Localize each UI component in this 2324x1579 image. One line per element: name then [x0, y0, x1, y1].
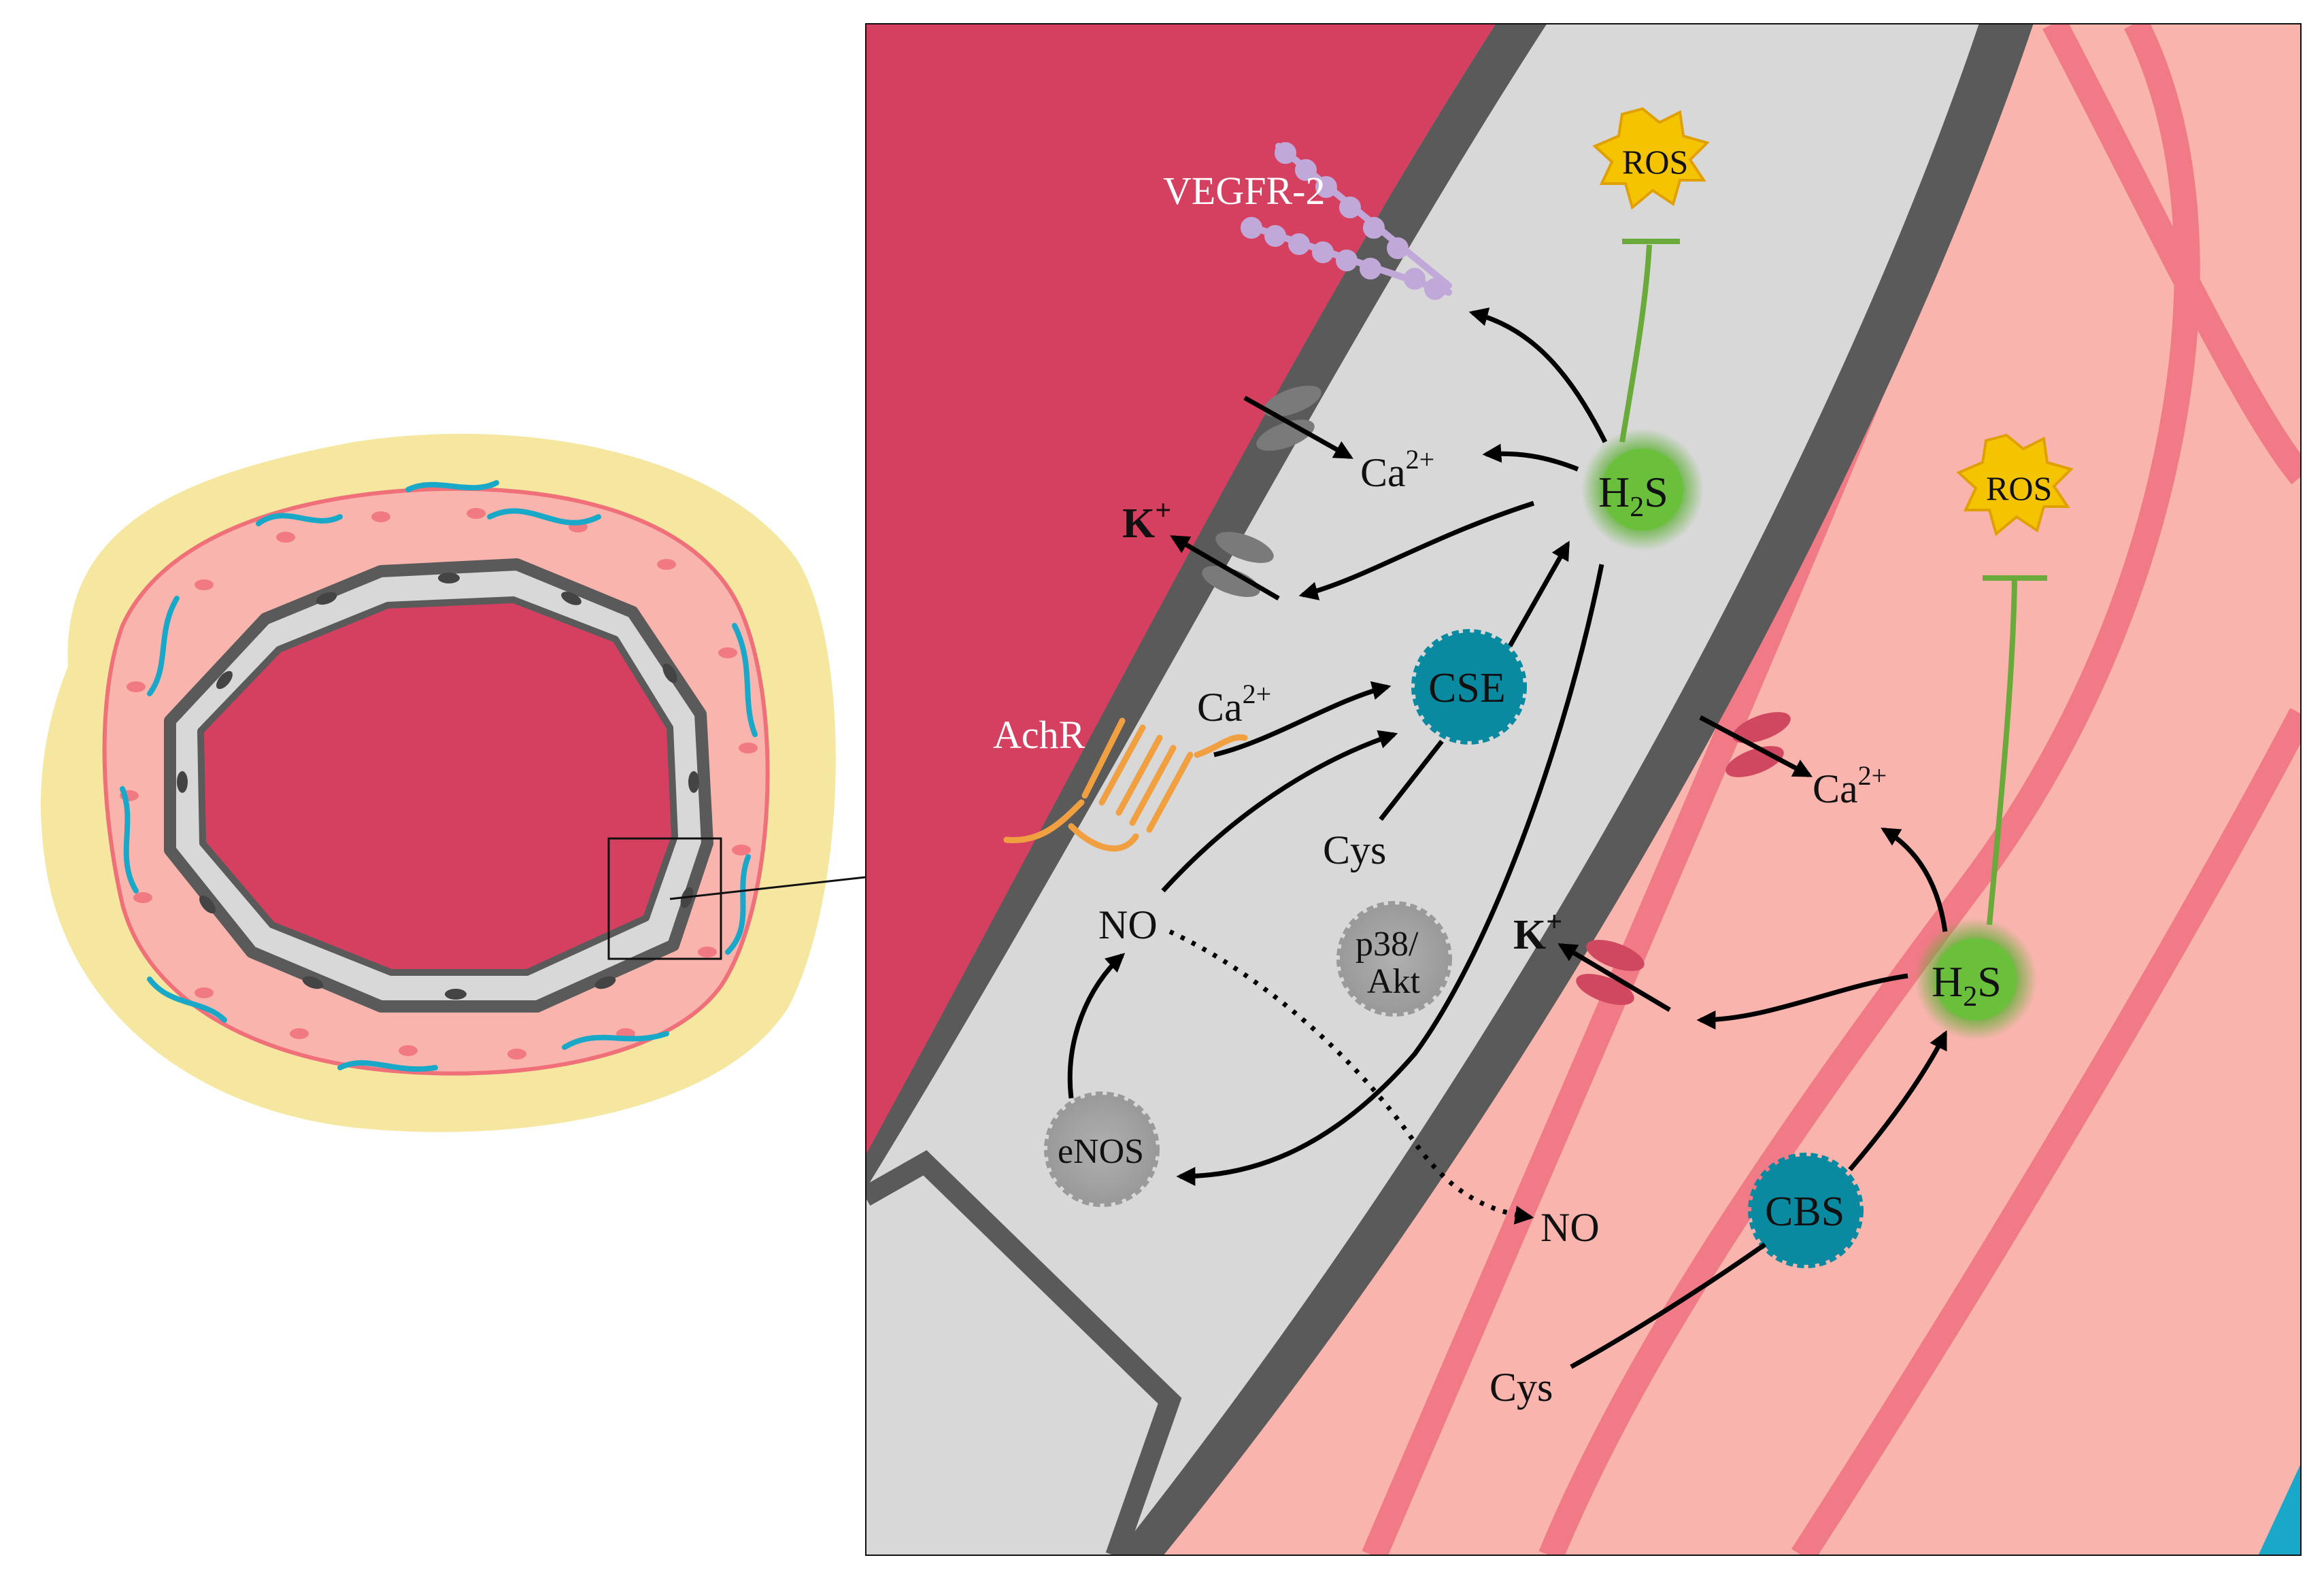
p38-akt-kinase: p38/ Akt [1336, 901, 1452, 1017]
h2s-smooth-muscle: H2S [1915, 918, 2037, 1040]
svg-text:Ca2+: Ca2+ [1197, 679, 1271, 730]
potassium-channel-endothelial [1202, 532, 1274, 597]
cys-smooth-muscle-label: Cys [1489, 1365, 1553, 1410]
svg-text:K+: K+ [1513, 906, 1562, 958]
h2s-smc-sub: 2 [1963, 981, 1977, 1013]
k-efflux-arrow [1170, 534, 1280, 601]
vegfr2-label: VEGFR-2 [1163, 169, 1325, 213]
ros-smc-label: ROS [1986, 469, 2052, 507]
enos-enzyme: eNOS [1044, 1091, 1160, 1207]
k-smc-label: K [1513, 912, 1546, 958]
cell-junction [865, 1150, 1182, 1556]
smc-k-efflux-arrow [1557, 943, 1671, 1013]
cse-to-h2s-arrow [1507, 541, 1570, 647]
smc-ca-influx-arrow [1699, 715, 1813, 778]
no-diffused-label: NO [1540, 1205, 1600, 1250]
no-to-cse-arrow [1161, 730, 1398, 893]
h2s-to-k-channel-arrow [1298, 500, 1535, 600]
inhibition-smooth-muscle [1983, 575, 2047, 926]
h2s-to-ca-arrow [1482, 443, 1579, 472]
nerve-corner [2258, 1462, 2302, 1556]
h2s-smc-s: S [1977, 957, 2002, 1006]
svg-text:Ca2+: Ca2+ [1813, 760, 1887, 811]
ca-achr-label: Ca [1197, 685, 1243, 730]
cys-to-cbs-line [1570, 1242, 1767, 1370]
svg-text:H2S: H2S [1932, 957, 2002, 1013]
perivascular-nerves [120, 480, 758, 1072]
h2s-endo-s: S [1644, 468, 1668, 516]
ros-starburst-icon-smc [1956, 433, 2074, 537]
no-diffusion-arrow [1168, 929, 1534, 1225]
h2s-to-vegfr2-arrow [1468, 307, 1608, 443]
achr-ca-to-cse-arrow [1213, 681, 1392, 758]
ca-achr-sup: 2+ [1243, 679, 1272, 709]
cse-label: CSE [1428, 665, 1506, 711]
h2s-endothelial: H2S [1581, 428, 1704, 551]
ros-endothelial: ROS [1592, 107, 1710, 210]
smc-h2s-to-k-arrow [1696, 973, 1908, 1030]
k-endo-sup: + [1155, 495, 1171, 526]
h2s-endo-sub: 2 [1630, 492, 1644, 523]
enos-label: eNOS [1058, 1132, 1144, 1171]
lumen [197, 596, 678, 976]
svg-text:H2S: H2S [1598, 468, 1668, 523]
cbs-to-h2s-arrow [1848, 1030, 1948, 1172]
cys-to-cse-line [1379, 739, 1444, 821]
inhibition-endothelial [1619, 239, 1680, 443]
vessel-cross-section [41, 433, 866, 1132]
ros-starburst-icon [1592, 107, 1710, 210]
zoom-connector-line [669, 876, 866, 900]
ca-endo-top-label: Ca [1360, 450, 1406, 495]
h2s-endo-h: H [1598, 468, 1630, 516]
achr-label: AchR [993, 713, 1085, 757]
ca-influx-arrow [1243, 395, 1353, 460]
k-smc-sup: + [1546, 906, 1562, 938]
ros-smooth-muscle: ROS [1956, 433, 2074, 537]
no-endothelial-label: NO [1098, 902, 1158, 947]
smooth-muscle-fibers [1362, 23, 2302, 1556]
zoom-region-box [607, 837, 722, 960]
ros-endothelial-label: ROS [1622, 143, 1688, 181]
smooth-muscle-cells [120, 508, 758, 1059]
vegfr2-receptor [1241, 142, 1452, 300]
h2s-to-enos-arrow [1176, 564, 1604, 1186]
ca-smc-sup: 2+ [1858, 760, 1887, 791]
cbs-enzyme: CBS [1748, 1153, 1864, 1268]
svg-text:Ca2+: Ca2+ [1360, 444, 1434, 495]
enos-to-no-arrow [1067, 953, 1126, 1099]
k-endo-label: K [1122, 500, 1155, 547]
p38-akt-line2: Akt [1367, 962, 1421, 1001]
achr-receptor [1003, 717, 1248, 852]
h2s-smc-h: H [1932, 957, 1963, 1006]
cse-enzyme: CSE [1411, 629, 1527, 745]
ca-smc-label: Ca [1813, 766, 1858, 811]
cys-endothelial-label: Cys [1323, 828, 1386, 872]
zoom-panel [865, 23, 2302, 1556]
ca-endo-top-sup: 2+ [1406, 444, 1435, 475]
svg-text:K+: K+ [1122, 495, 1171, 547]
panel-lumen [865, 23, 1496, 1156]
p38-akt-line1: p38/ [1355, 925, 1419, 964]
potassium-channel-smooth-muscle [1576, 940, 1645, 1005]
cbs-label: CBS [1765, 1189, 1845, 1235]
smc-h2s-to-ca-arrow [1881, 827, 1948, 932]
